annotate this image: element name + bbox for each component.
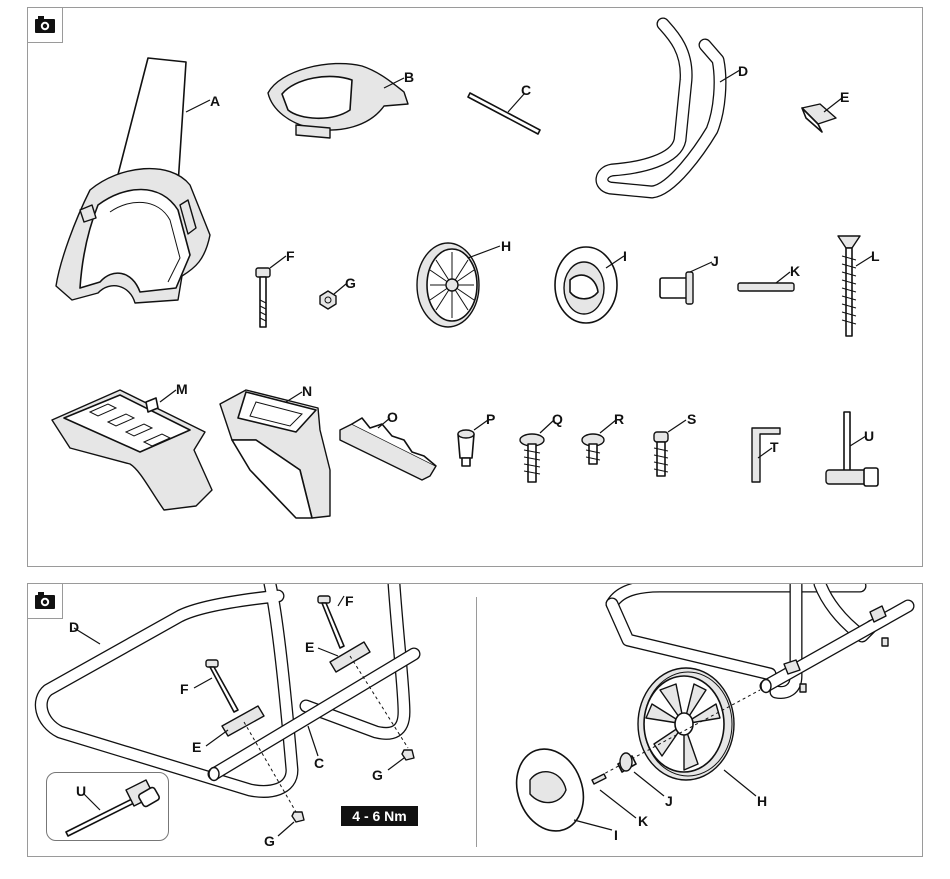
label-i-assembly: I <box>614 827 618 843</box>
label-e-lower: E <box>192 739 201 755</box>
label-h-assembly: H <box>757 793 767 809</box>
label-g-upper: G <box>372 767 383 783</box>
label-e-upper: E <box>305 639 314 655</box>
label-u-inset: U <box>76 783 86 799</box>
torque-badge: 4 - 6 Nm <box>341 806 418 826</box>
wheel-assembly <box>506 584 908 840</box>
label-c-assembly: C <box>314 755 324 771</box>
frame-assembly <box>41 584 414 822</box>
label-g-lower: G <box>264 833 275 849</box>
label-k-assembly: K <box>638 813 648 829</box>
label-j-assembly: J <box>665 793 673 809</box>
label-d-assembly: D <box>69 619 79 635</box>
label-f-upper: F <box>345 593 354 609</box>
label-f-lower: F <box>180 681 189 697</box>
